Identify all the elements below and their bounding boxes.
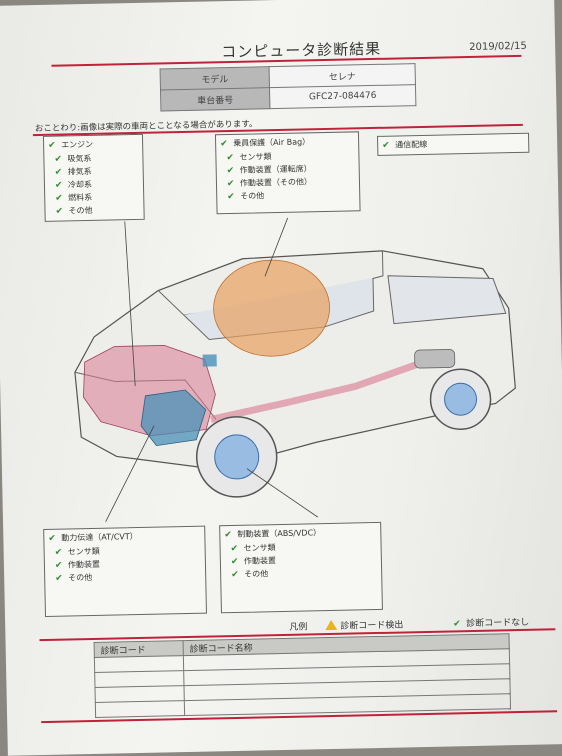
brake-title: 制動装置（ABS/VDC） xyxy=(237,528,322,539)
check-icon xyxy=(55,549,65,557)
list-item: 吸気系 xyxy=(54,153,91,167)
airbag-zone xyxy=(213,259,330,357)
check-icon xyxy=(227,193,237,201)
check-icon xyxy=(55,181,65,189)
vin-value: GFC27-084476 xyxy=(269,84,416,109)
check-icon xyxy=(48,535,58,543)
check-icon xyxy=(231,571,241,579)
check-icon xyxy=(220,140,230,148)
report-date: 2019/02/15 xyxy=(469,40,527,53)
check-icon xyxy=(231,558,241,566)
list-item: その他 xyxy=(55,205,92,219)
list-item: センサ類 xyxy=(55,546,100,560)
dtc-table: 診断コード診断コード名称 xyxy=(94,633,512,718)
list-item: その他 xyxy=(227,189,312,204)
check-icon xyxy=(227,180,237,188)
airbag-title: 乗員保護（Air Bag） xyxy=(233,137,311,148)
list-item: その他 xyxy=(55,572,100,586)
drivetrain-zone xyxy=(140,389,207,447)
airbag-box: 乗員保護（Air Bag） センサ類 作動装置（運転席） 作動装置（その他） そ… xyxy=(214,131,361,215)
check-icon xyxy=(382,142,392,150)
list-item: 作動装置 xyxy=(231,555,276,569)
check-icon xyxy=(55,207,65,215)
check-icon xyxy=(55,562,65,570)
check-icon xyxy=(48,142,58,150)
check-icon xyxy=(226,154,236,162)
vin-label: 車台番号 xyxy=(160,87,270,111)
list-item: その他 xyxy=(231,568,276,582)
front-brake-disc xyxy=(214,434,260,480)
rear-brake-disc xyxy=(444,382,478,416)
engine-title: エンジン xyxy=(61,139,94,150)
check-icon xyxy=(224,531,234,539)
brake-box: 制動装置（ABS/VDC） センサ類 作動装置 その他 xyxy=(219,521,383,614)
legend-none: 診断コードなし xyxy=(453,615,529,630)
legend-label: 凡例 xyxy=(289,622,308,633)
drivetrain-box: 動力伝達（AT/CVT） センサ類 作動装置 その他 xyxy=(43,525,207,617)
check-icon xyxy=(453,620,463,628)
check-icon xyxy=(55,168,65,176)
vehicle-illustration xyxy=(74,217,516,523)
comm-title: 通信配線 xyxy=(395,139,428,150)
legend-detected: 診断コード検出 xyxy=(325,617,403,632)
warning-icon xyxy=(325,619,338,631)
drivetrain-title: 動力伝達（AT/CVT） xyxy=(61,532,138,543)
engine-box: エンジン 吸気系 排気系 冷却系 燃料系 その他 xyxy=(42,133,145,222)
check-icon xyxy=(55,194,65,202)
check-icon xyxy=(54,155,64,163)
list-item: 作動装置 xyxy=(55,559,100,573)
check-icon xyxy=(227,167,237,175)
model-label: モデル xyxy=(160,66,270,90)
check-icon xyxy=(231,545,241,553)
comm-box: 通信配線 xyxy=(377,132,530,156)
check-icon xyxy=(55,575,65,583)
list-item: センサ類 xyxy=(231,542,276,556)
list-item: 排気系 xyxy=(55,166,92,180)
list-item: 冷却系 xyxy=(55,179,92,193)
list-item: 燃料系 xyxy=(55,192,92,206)
